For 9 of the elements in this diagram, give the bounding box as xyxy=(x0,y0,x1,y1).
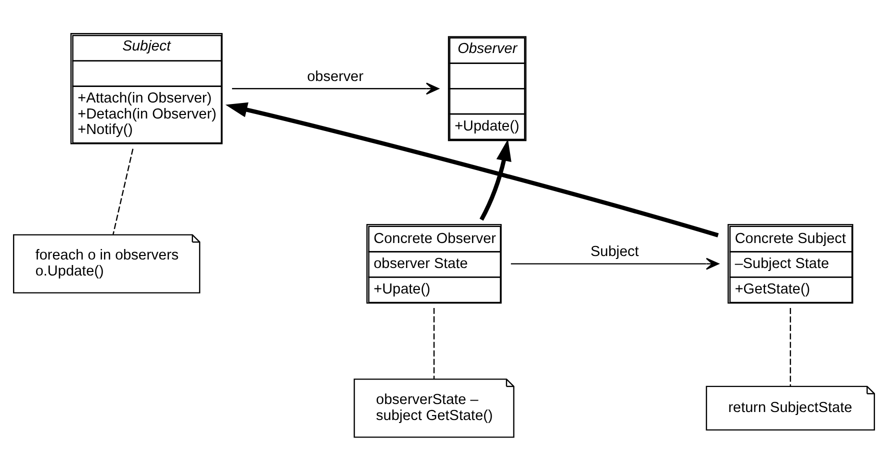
edge-label: observer xyxy=(307,68,364,84)
connector xyxy=(790,307,792,386)
arrow xyxy=(225,102,719,237)
edge-label: Subject xyxy=(590,244,639,260)
arrow xyxy=(480,138,512,220)
arrow xyxy=(510,257,720,270)
arrow xyxy=(232,82,440,94)
connector xyxy=(433,307,435,378)
connector xyxy=(112,148,134,234)
